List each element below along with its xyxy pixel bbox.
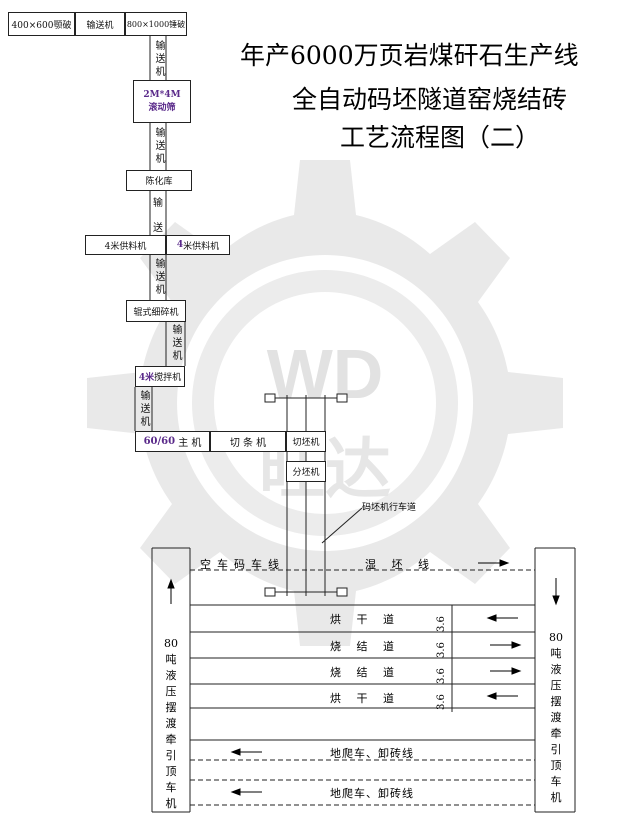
conveyor-label-2: 输送机 [153, 127, 164, 166]
empty-car-line: 空车码车线 [200, 558, 285, 571]
conveyor-label-4: 输送机 [170, 324, 181, 363]
hammer-crusher-box: 800×1000锤破 [125, 12, 187, 36]
left-side-char: 液 [165, 669, 177, 682]
right-side-num: 80 [549, 631, 563, 644]
unloading-line-1: 地爬车、卸砖线 [330, 747, 414, 760]
left-side-char: 吨 [165, 653, 177, 666]
block-splitter-box: 分坯机 [286, 461, 326, 482]
firing-lane-1: 烧 结 道 [330, 640, 400, 653]
right-side-char: 牵 [550, 727, 562, 740]
left-side-char: 摆 [165, 701, 177, 714]
right-side-char: 顶 [550, 759, 562, 772]
dim-label-2: 3.6 [436, 642, 447, 658]
aging-warehouse-box: 陈化库 [126, 170, 192, 191]
crane-track-label: 码坯机行车道 [362, 503, 417, 513]
right-side-char: 车 [550, 775, 562, 788]
conveyor-split-1: 输 [153, 197, 163, 209]
mixer-num: 4米 [138, 373, 155, 383]
drying-lane-2: 烘 干 道 [330, 692, 400, 705]
title-line1: 年产6000万页岩煤矸石生产线 [240, 41, 579, 70]
unloading-line-2: 地爬车、卸砖线 [330, 787, 414, 800]
right-side-char: 渡 [550, 711, 562, 724]
feeder-right-text: 米供料机 [183, 241, 220, 252]
main-text: 主 机 [178, 438, 202, 449]
left-side-char: 渡 [165, 717, 177, 730]
right-side-char: 液 [550, 663, 562, 676]
title-line3: 工艺流程图（二） [340, 123, 541, 152]
roller-crusher-box: 辊式细碎机 [126, 300, 186, 322]
dim-label-3: 3.6 [436, 668, 447, 684]
jaw-crusher-box: 400×600颚破 [8, 12, 75, 36]
screen-name: 滚动筛 [148, 103, 176, 113]
right-side-char: 机 [550, 791, 562, 804]
title-line2: 全自动码坯隧道窑烧结砖 [292, 85, 568, 114]
main-num: 60/60 [143, 436, 176, 447]
right-side-char: 引 [550, 743, 562, 756]
left-side-char: 引 [165, 749, 177, 762]
drying-lane-1: 烘 干 道 [330, 613, 400, 626]
left-side-char: 机 [165, 797, 177, 810]
wet-block-line: 湿 坯 线 [365, 558, 435, 571]
left-side-char: 压 [165, 685, 177, 698]
conveyor-split-2: 送 [153, 222, 163, 234]
left-side-char: 顶 [165, 765, 177, 778]
mixer-box: 4米搅拌机 [135, 366, 185, 387]
left-side-num: 80 [164, 637, 178, 650]
conveyor-label-3: 输送机 [153, 258, 164, 297]
conveyor-label-1: 输送机 [153, 40, 164, 79]
strip-cutter-box: 切 条 机 [210, 431, 286, 452]
screen-size: 2M*4M [143, 90, 181, 100]
right-side-char: 摆 [550, 695, 562, 708]
left-side-char: 牵 [165, 733, 177, 746]
dim-label-1: 3.6 [436, 616, 447, 632]
mixer-text: 搅拌机 [154, 373, 182, 383]
right-side-char: 吨 [550, 647, 562, 660]
feeder-right-num: 4 [176, 240, 184, 250]
top-conveyor-box: 输送机 [75, 12, 125, 36]
rolling-screen-box: 2M*4M 滚动筛 [133, 80, 191, 123]
dim-label-4: 3.6 [436, 694, 447, 710]
left-side-char: 车 [165, 781, 177, 794]
right-side-label: 80 吨 液 压 摆 渡 牵 引 顶 车 机 [548, 630, 564, 806]
feeder-left-box: 4米供料机 [85, 235, 166, 255]
main-extruder-box: 60/60 主 机 [135, 431, 210, 452]
left-side-label: 80 吨 液 压 摆 渡 牵 引 顶 车 机 [163, 636, 179, 812]
block-cutter-box: 切坯机 [286, 431, 326, 452]
firing-lane-2: 烧 结 道 [330, 666, 400, 679]
right-side-char: 压 [550, 679, 562, 692]
conveyor-label-5: 输送机 [138, 390, 149, 429]
